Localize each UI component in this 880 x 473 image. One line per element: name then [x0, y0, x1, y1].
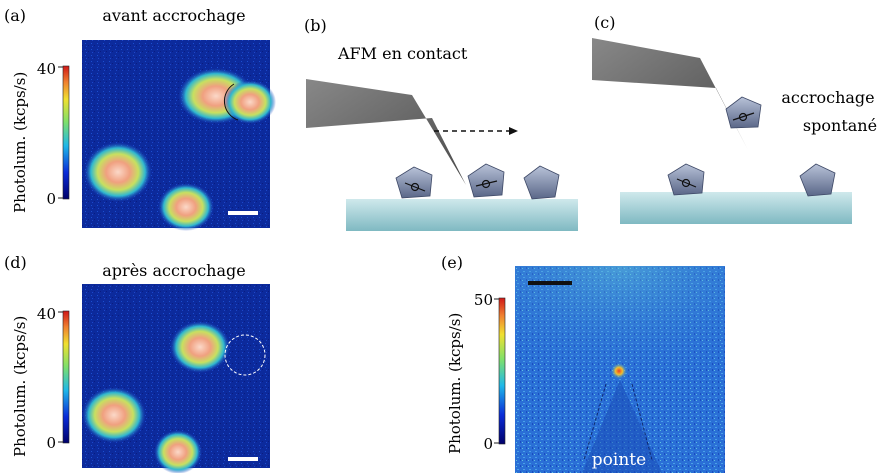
panel-d-letter: (d) [4, 253, 27, 272]
panel-a-map [82, 40, 276, 231]
panel-a-title: avant accrochage [102, 6, 245, 25]
panel-b-tip [306, 79, 466, 185]
panel-e-tip-label: pointe [592, 450, 646, 470]
panel-a-cbar-label: Photolum. (kcps/s) [11, 72, 29, 213]
panel-d-map [82, 284, 270, 473]
panel-b-caption: AFM en contact [337, 44, 468, 63]
panel-c-crystal-2 [799, 163, 836, 197]
panel-c-letter: (c) [594, 13, 615, 32]
panel-b-substrate [346, 199, 578, 231]
panel-e-map: pointe [515, 266, 725, 473]
panel-a-letter: (a) [4, 6, 26, 25]
panel-b-crystal-2 [467, 163, 505, 198]
panel-d-colorbar: 40 0 Photolum. (kcps/s) [11, 305, 70, 457]
panel-e-cbar-label: Photolum. (kcps/s) [446, 313, 464, 454]
panel-b-crystal-1 [395, 166, 433, 199]
panel-e-colorbar: 50 0 Photolum. (kcps/s) [446, 291, 506, 454]
panel-c-caption-1: accrochage [781, 88, 874, 107]
panel-c-crystal-1 [667, 163, 705, 196]
panel-a-colorbar: 40 0 Photolum. (kcps/s) [11, 60, 70, 213]
panel-a-cbar-max: 40 [37, 60, 56, 78]
panel-d-cbar-min: 0 [46, 434, 56, 452]
panel-d-empty-circle [224, 334, 266, 376]
panel-c-caption-2: spontané [803, 116, 877, 135]
panel-d-title: après accrochage [102, 261, 245, 280]
panel-c-crystal-attached [725, 96, 762, 129]
panel-d-cbar-label: Photolum. (kcps/s) [11, 316, 29, 457]
panel-b-letter: (b) [304, 16, 327, 35]
panel-b-crystal-3 [523, 165, 560, 200]
panel-e-cbar-min: 0 [483, 435, 493, 453]
panel-c-substrate [620, 192, 852, 224]
panel-e-cbar-max: 50 [474, 291, 493, 309]
panel-e-scalebar [528, 281, 572, 285]
panel-c-tip [592, 38, 748, 150]
panel-d-cbar-max: 40 [37, 305, 56, 323]
panel-e-letter: (e) [441, 253, 463, 272]
panel-d-scalebar [228, 457, 258, 461]
panel-a-scalebar [228, 211, 258, 215]
panel-a-cbar-min: 0 [46, 190, 56, 208]
